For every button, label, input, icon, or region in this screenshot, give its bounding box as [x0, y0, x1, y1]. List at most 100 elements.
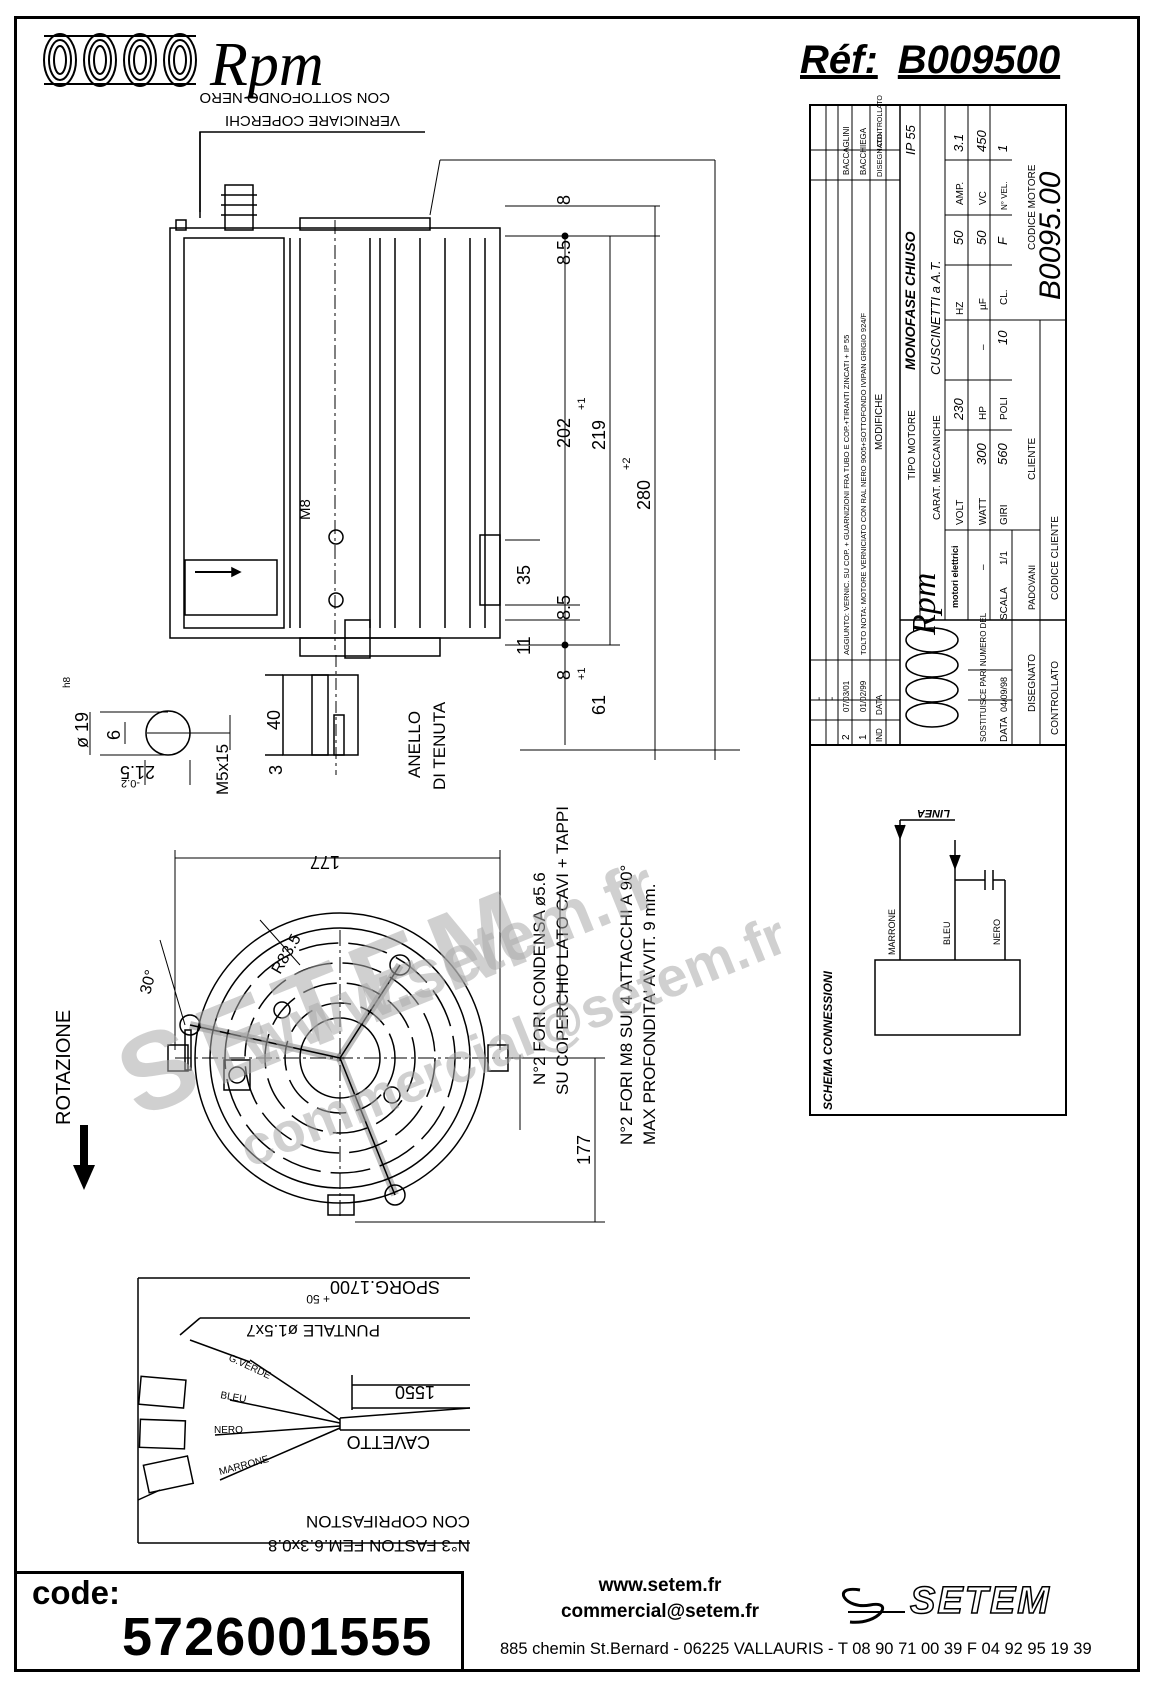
dim-219: 219 — [589, 420, 609, 450]
shaft-fit: h8 — [62, 676, 73, 688]
m8-label: M8 — [297, 499, 314, 520]
angle-30: 30° — [137, 968, 160, 996]
disegnato-value: PADOVANI — [1027, 565, 1037, 610]
dim-21-5: 21.5 — [120, 762, 155, 782]
reference-label: Réf: — [800, 38, 878, 82]
mod-2-n: 2 — [841, 734, 852, 740]
mod-1-text: TOLTO NOTA: MOTORE VERNICIATO CON RAL NE… — [859, 312, 868, 655]
schema-bleu: BLEU — [942, 921, 952, 945]
code-value: 5726001555 — [122, 1607, 433, 1667]
watt-value: 300 — [974, 443, 989, 465]
schema-title: SCHEMA CONNESSIONI — [821, 970, 835, 1110]
hz-value: 50 — [951, 230, 966, 245]
carat-value: CUSCINETTI a A.T. — [928, 260, 943, 375]
dim-280: 280 — [634, 480, 654, 510]
giri-value: 560 — [995, 443, 1010, 465]
dim-8-5-top: 8.5 — [554, 240, 574, 265]
scala-label: SCALA — [999, 587, 1010, 620]
dim-8-bottom: 8 — [554, 670, 574, 680]
mod-2-date: 07/03/01 — [842, 680, 851, 712]
motor-front-view — [159, 850, 605, 1223]
sporg-label: SPORG.1700 — [330, 1277, 440, 1297]
seal-label-1: ANELLO — [405, 711, 424, 778]
rotation-arrow — [73, 1125, 95, 1190]
amp-value: 3.1 — [951, 134, 966, 152]
hp-label: HP — [978, 406, 989, 420]
scala-value: 1/1 — [999, 551, 1010, 565]
footer-website[interactable]: www.setem.fr — [598, 1575, 722, 1596]
tb-dash-1: - — [814, 697, 825, 700]
footer-contacts: www.setem.fr commercial@setem.fr — [545, 1573, 775, 1625]
wire-bleu: BLEU — [219, 1390, 247, 1405]
cliente-label: CLIENTE — [1027, 437, 1038, 480]
faston-2: CON COPRIFASTON — [306, 1512, 470, 1531]
schema-linea: LINEA — [917, 807, 950, 819]
reference-value: B009500 — [897, 38, 1061, 82]
tipo-motore: MONOFASE CHIUSO — [902, 231, 918, 370]
wire-marrone: MARRONE — [218, 1454, 271, 1478]
page-frame — [14, 16, 1140, 1672]
volt-value: 230 — [951, 398, 966, 421]
codice-motore-label: CODICE MOTORE — [1027, 164, 1038, 250]
dim-11: 11 — [514, 636, 534, 655]
dim-3: 3 — [266, 765, 286, 775]
schema-connessioni — [809, 744, 1067, 1116]
mod-1-by: BACCHIEGA — [859, 127, 868, 175]
poli-value: 10 — [995, 330, 1010, 345]
paint-note: VERNICIARE COPERCHI — [225, 112, 400, 129]
volt-label: VOLT — [955, 500, 966, 525]
side-dimensions — [429, 159, 740, 760]
faston-1: N°3 FASTON FEM.6.3x0.8 — [268, 1536, 470, 1555]
cl-label: CL. — [999, 289, 1010, 305]
codice-cliente-label: CODICE CLIENTE — [1050, 516, 1061, 600]
radius-83-5: R83.5 — [269, 931, 305, 977]
dim-8-5-bottom: 8.5 — [554, 595, 574, 620]
dim-202: 202 — [554, 418, 574, 448]
ip-rating: IP 55 — [903, 124, 918, 155]
mod-1-date: 01/02/99 — [859, 680, 868, 712]
condensa-2: SU COPERCHIO LATO CAVI + TAPPI — [553, 806, 572, 1095]
hp-value: – — [978, 344, 989, 350]
shaft-section — [89, 710, 231, 785]
mod-1-n: 1 — [858, 734, 869, 740]
code-box — [14, 1571, 464, 1672]
giri-label: GIRI — [999, 504, 1010, 525]
seal-label-2: DI TENUTA — [430, 701, 449, 790]
dim-21-5-tol: -0.2 — [121, 777, 140, 789]
fori-1: N°2 FORI M8 SUI 4 ATTACCHI A 90° — [617, 865, 636, 1145]
dim-35: 35 — [514, 565, 534, 585]
col-ind: IND — [875, 728, 884, 742]
dim-177-v: 177 — [574, 1135, 594, 1165]
vc-value: 450 — [974, 130, 989, 152]
controllato-label: CONTROLLATO — [1050, 661, 1061, 735]
title-block — [809, 104, 1067, 746]
tb-dash-2: - — [827, 697, 838, 700]
watt-label: WATT — [978, 498, 989, 525]
brand-logo: Rpm — [210, 31, 324, 99]
poli-label: POLI — [999, 397, 1010, 420]
nvel-label: N° VEL. — [1000, 181, 1009, 210]
sostituisce-label: SOSTITUISCE PARI NUMERO DEL — [979, 612, 988, 742]
motor-side-view — [169, 131, 501, 775]
col-modifiche: MODIFICHE — [874, 394, 885, 450]
rotation-label: ROTAZIONE — [53, 1010, 75, 1125]
shaft-dia: ø 19 — [72, 712, 92, 748]
footer-email[interactable]: commercial@setem.fr — [560, 1601, 760, 1622]
setem-logo: SETEM — [909, 1579, 1051, 1623]
dim-61: 61 — [589, 695, 609, 715]
codice-motore: B0095.00 — [1034, 171, 1067, 300]
title-logo-name: Rpm — [906, 573, 943, 636]
dim-8-top: 8 — [554, 195, 574, 205]
cl-value: F — [995, 236, 1010, 245]
col-disegnato: DISEGNATO — [875, 133, 884, 177]
sporg-tol: + 50 — [306, 1292, 330, 1306]
schema-marrone: MARRONE — [887, 909, 897, 955]
thread-label: M5x15 — [213, 744, 232, 795]
title-logo-coils — [905, 627, 959, 728]
paint-note-2: CON SOTTOFONDO NERO — [199, 89, 390, 106]
dim-280-tol: +2 — [621, 457, 633, 470]
vc-label: VC — [978, 191, 989, 205]
dim-61-tol: +1 — [576, 667, 588, 680]
schema-text: SCHEMA CONNESSIONI LINEA MARRONE BLEU NE… — [821, 807, 1002, 1110]
rpm-logo-coils — [43, 33, 197, 87]
